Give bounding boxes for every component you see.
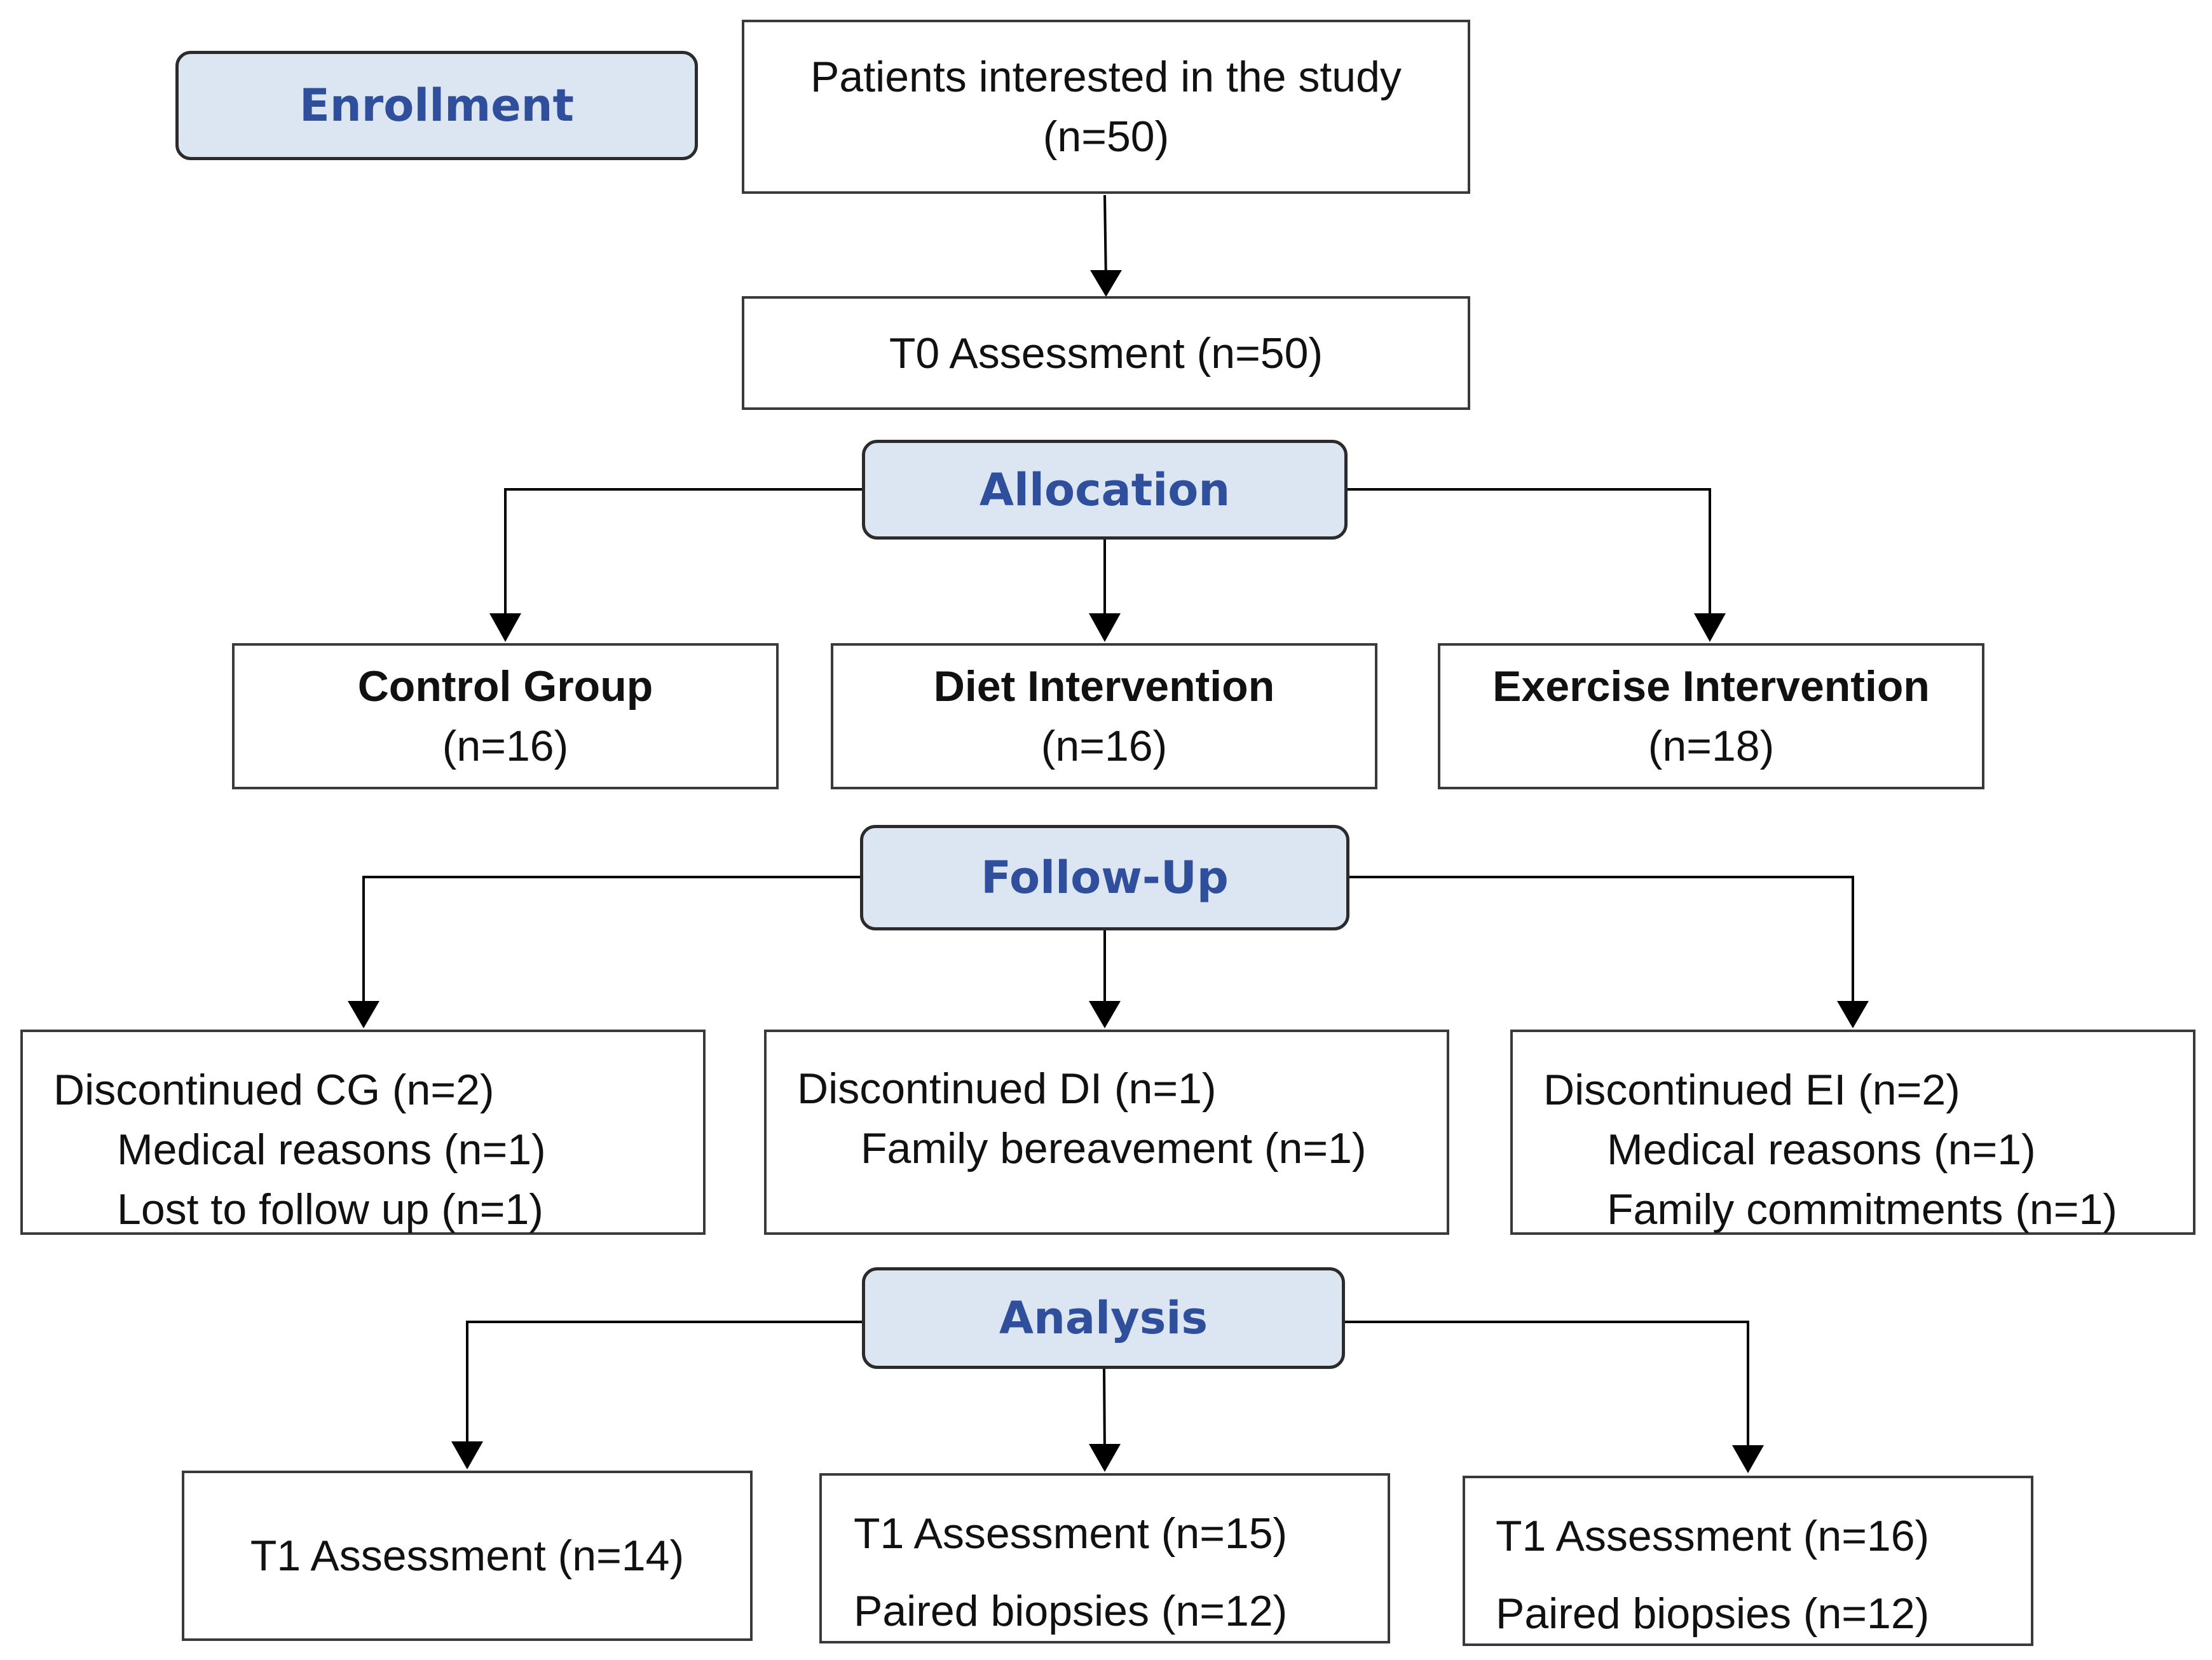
discontinued-cg-reason: Lost to follow up (n=1) bbox=[117, 1185, 543, 1234]
arrowhead bbox=[1090, 270, 1122, 297]
box-control-group: Control Group (n=16) bbox=[232, 643, 779, 789]
stage-analysis-label: Analysis bbox=[999, 1292, 1208, 1344]
box-diet-intervention: Diet Intervention (n=16) bbox=[831, 643, 1377, 789]
patients-interested-count: (n=50) bbox=[1042, 112, 1170, 161]
t0-assessment-label: T0 Assessment (n=50) bbox=[889, 329, 1323, 378]
box-exercise-intervention: Exercise Intervention (n=18) bbox=[1438, 643, 1984, 789]
box-discontinued-ei: Discontinued EI (n=2) Medical reasons (n… bbox=[1510, 1030, 2195, 1235]
connector-analysis-center bbox=[1103, 1367, 1106, 1457]
arrowhead bbox=[1089, 1001, 1121, 1028]
box-analysis-ei: T1 Assessment (n=16) Paired biopsies (n=… bbox=[1463, 1476, 2033, 1646]
stage-allocation-label: Allocation bbox=[979, 463, 1231, 516]
discontinued-cg-reason: Medical reasons (n=1) bbox=[117, 1126, 546, 1174]
connector-allocation-left bbox=[504, 488, 863, 626]
arrowhead bbox=[1837, 1001, 1869, 1028]
exercise-intervention-count: (n=18) bbox=[1648, 722, 1775, 770]
patients-interested-label: Patients interested in the study bbox=[810, 53, 1402, 101]
box-analysis-di: T1 Assessment (n=15) Paired biopsies (n=… bbox=[819, 1473, 1390, 1643]
arrowhead bbox=[1089, 613, 1121, 642]
arrowhead bbox=[1732, 1445, 1764, 1473]
discontinued-cg-title: Discontinued CG (n=2) bbox=[53, 1066, 495, 1114]
stage-enrollment-label: Enrollment bbox=[299, 79, 574, 132]
stage-analysis: Analysis bbox=[862, 1267, 1345, 1369]
diet-intervention-count: (n=16) bbox=[1041, 722, 1168, 770]
arrowhead bbox=[451, 1441, 483, 1469]
connector-followup-left bbox=[362, 876, 861, 1014]
analysis-di-biopsies: Paired biopsies (n=12) bbox=[854, 1587, 1288, 1635]
exercise-intervention-name: Exercise Intervention bbox=[1492, 662, 1930, 711]
control-group-name: Control Group bbox=[357, 662, 653, 711]
connector-analysis-left bbox=[466, 1321, 863, 1455]
discontinued-di-reason: Family bereavement (n=1) bbox=[861, 1124, 1367, 1173]
diet-intervention-name: Diet Intervention bbox=[933, 662, 1275, 711]
connector-followup-right bbox=[1348, 876, 1854, 1014]
box-discontinued-di: Discontinued DI (n=1) Family bereavement… bbox=[764, 1030, 1449, 1235]
box-analysis-cg: T1 Assessment (n=14) bbox=[182, 1471, 753, 1641]
arrowhead bbox=[489, 613, 521, 642]
arrowhead bbox=[348, 1001, 379, 1028]
arrowhead bbox=[1694, 613, 1726, 642]
analysis-di-t1: T1 Assessment (n=15) bbox=[854, 1509, 1288, 1558]
analysis-ei-t1: T1 Assessment (n=16) bbox=[1496, 1512, 1930, 1560]
connector-allocation-right bbox=[1346, 488, 1711, 626]
stage-follow-up: Follow-Up bbox=[860, 825, 1349, 930]
discontinued-ei-title: Discontinued EI (n=2) bbox=[1543, 1066, 1960, 1114]
control-group-count: (n=16) bbox=[442, 722, 569, 770]
analysis-cg-t1: T1 Assessment (n=14) bbox=[250, 1532, 685, 1580]
stage-follow-up-label: Follow-Up bbox=[981, 852, 1229, 904]
discontinued-di-title: Discontinued DI (n=1) bbox=[797, 1065, 1217, 1113]
analysis-ei-biopsies: Paired biopsies (n=12) bbox=[1496, 1589, 1930, 1638]
discontinued-ei-reason: Family commitments (n=1) bbox=[1607, 1185, 2117, 1234]
arrowhead bbox=[1089, 1444, 1121, 1472]
box-discontinued-cg: Discontinued CG (n=2) Medical reasons (n… bbox=[20, 1030, 706, 1235]
stage-allocation: Allocation bbox=[862, 440, 1348, 540]
connector-analysis-right bbox=[1343, 1321, 1749, 1459]
discontinued-ei-reason: Medical reasons (n=1) bbox=[1607, 1126, 2036, 1174]
box-t0-assessment: T0 Assessment (n=50) bbox=[742, 296, 1470, 410]
stage-enrollment: Enrollment bbox=[175, 51, 698, 160]
arrow-enrollment-to-t0 bbox=[1103, 194, 1107, 283]
box-patients-interested: Patients interested in the study (n=50) bbox=[742, 20, 1470, 194]
